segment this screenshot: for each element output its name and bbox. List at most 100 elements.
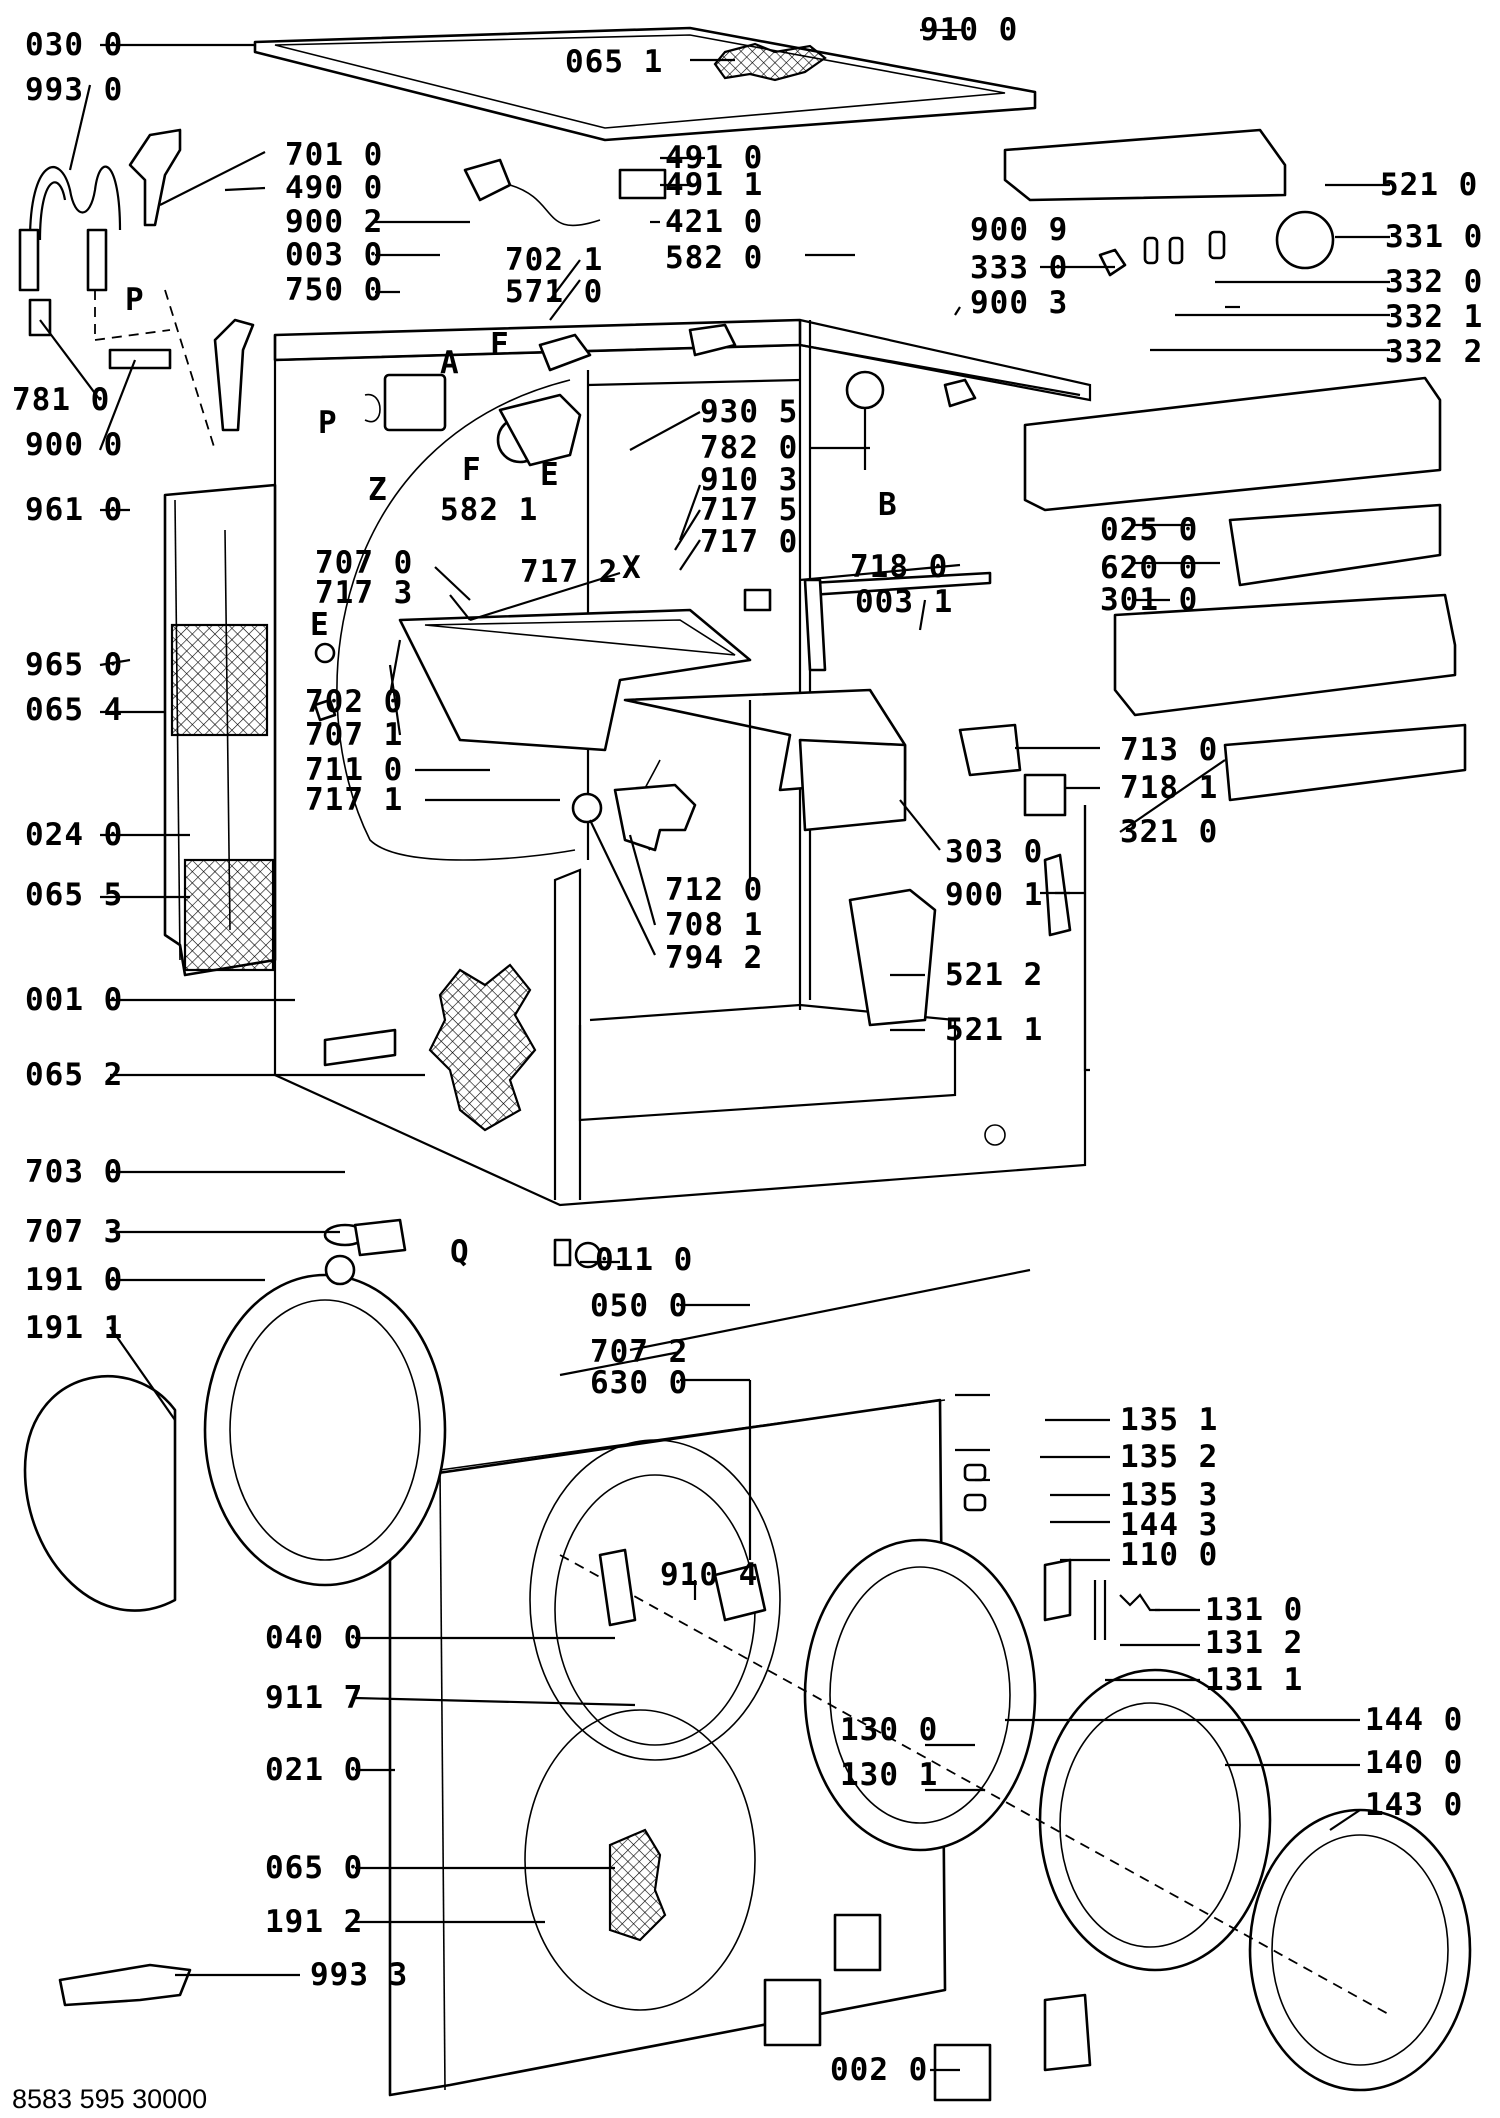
part-label: 702 1 [505, 242, 603, 278]
part-label: 065 2 [25, 1057, 123, 1093]
part-label: 910 4 [660, 1557, 758, 1593]
part-label: 993 3 [310, 1957, 408, 1993]
hose-assembly [18, 128, 255, 451]
misc-small-parts [58, 1218, 602, 2007]
part-label: 490 0 [285, 170, 383, 206]
part-label: 135 2 [1120, 1439, 1218, 1475]
part-label: 571 0 [505, 274, 603, 310]
part-label: 712 0 [665, 872, 763, 908]
part-label: 782 0 [700, 430, 798, 466]
part-label: 001 0 [25, 982, 123, 1018]
part-label: 717 1 [305, 782, 403, 818]
marker-p2: P [318, 405, 338, 441]
part-label: 421 0 [665, 204, 763, 240]
part-label: 900 1 [945, 877, 1043, 913]
part-label: 030 0 [25, 27, 123, 63]
part-label: 135 1 [1120, 1402, 1218, 1438]
part-label: 491 1 [665, 167, 763, 203]
part-label: 144 3 [1120, 1507, 1218, 1543]
door-assembly [559, 1463, 1472, 2092]
part-label: 130 0 [840, 1712, 938, 1748]
part-label: 131 1 [1205, 1662, 1303, 1698]
part-label: 910 0 [920, 12, 1018, 48]
document-number: 8583 595 30000 [12, 2084, 207, 2114]
part-label: 065 0 [265, 1850, 363, 1886]
part-label: 708 1 [665, 907, 763, 943]
part-label: 521 1 [945, 1012, 1043, 1048]
part-label: 191 0 [25, 1262, 123, 1298]
part-label: 707 2 [590, 1334, 688, 1370]
part-label: 707 3 [25, 1214, 123, 1250]
part-label: 131 0 [1205, 1592, 1303, 1628]
drum-front [23, 1028, 447, 1612]
part-label: 582 0 [665, 240, 763, 276]
part-label: 065 4 [25, 692, 123, 728]
part-label: 333 0 [970, 250, 1068, 286]
marker-b: B [878, 487, 898, 523]
part-label: 011 0 [595, 1242, 693, 1278]
part-label: 717 5 [700, 492, 798, 528]
part-label: 144 0 [1365, 1702, 1463, 1738]
part-label: 131 2 [1205, 1625, 1303, 1661]
part-label: 713 0 [1120, 732, 1218, 768]
part-label: 794 2 [665, 940, 763, 976]
part-label: 717 2 [520, 554, 618, 590]
part-label: 321 0 [1120, 814, 1218, 850]
part-label: 021 0 [265, 1752, 363, 1788]
inlet-valve-group [364, 158, 977, 470]
leader-lines [39, 28, 1390, 2072]
part-label: 900 9 [970, 212, 1068, 248]
part-label: 332 1 [1385, 299, 1483, 335]
top-cover [253, 26, 1037, 142]
marker-z: Z [368, 472, 388, 508]
part-label: 332 2 [1385, 334, 1483, 370]
part-label: 630 0 [590, 1365, 688, 1401]
part-label: 040 0 [265, 1620, 363, 1656]
part-label: 702 0 [305, 684, 403, 720]
part-label: 025 0 [1100, 512, 1198, 548]
part-label: 911 7 [265, 1680, 363, 1716]
part-label: 065 1 [565, 44, 663, 80]
part-label: 965 0 [25, 647, 123, 683]
marker-e2: E [310, 607, 330, 643]
part-label: 900 3 [970, 285, 1068, 321]
part-label: 301 0 [1100, 582, 1198, 618]
marker-f2: F [462, 452, 482, 488]
part-label: 701 0 [285, 137, 383, 173]
marker-p1: P [125, 282, 145, 318]
part-label: 002 0 [830, 2052, 928, 2088]
part-label: 003 0 [285, 237, 383, 273]
control-module [803, 128, 1467, 1027]
part-label: 910 3 [700, 462, 798, 498]
marker-f1: F [490, 327, 510, 363]
part-label: 717 3 [315, 575, 413, 611]
part-label: 143 0 [1365, 1787, 1463, 1823]
part-label: 620 0 [1100, 550, 1198, 586]
part-label: 110 0 [1120, 1537, 1218, 1573]
part-label: 781 0 [12, 382, 110, 418]
part-label: 703 0 [25, 1154, 123, 1190]
part-label: 303 0 [945, 834, 1043, 870]
part-label: 050 0 [590, 1288, 688, 1324]
part-label: 135 3 [1120, 1477, 1218, 1513]
part-label: 582 1 [440, 492, 538, 528]
part-label: 718 1 [1120, 770, 1218, 806]
part-label: 191 2 [265, 1904, 363, 1940]
part-label: 993 0 [25, 72, 123, 108]
part-label: 024 0 [25, 817, 123, 853]
part-label: 717 0 [700, 524, 798, 560]
part-label: 900 0 [25, 427, 123, 463]
detergent-dispenser [313, 588, 907, 852]
marker-x: X [622, 550, 642, 586]
part-label: 065 5 [25, 877, 123, 913]
marker-e1: E [540, 457, 560, 493]
marker-a: A [440, 345, 460, 381]
part-label: 900 2 [285, 204, 383, 240]
part-label: 711 0 [305, 752, 403, 788]
part-label: 140 0 [1365, 1745, 1463, 1781]
part-label: 130 1 [840, 1757, 938, 1793]
